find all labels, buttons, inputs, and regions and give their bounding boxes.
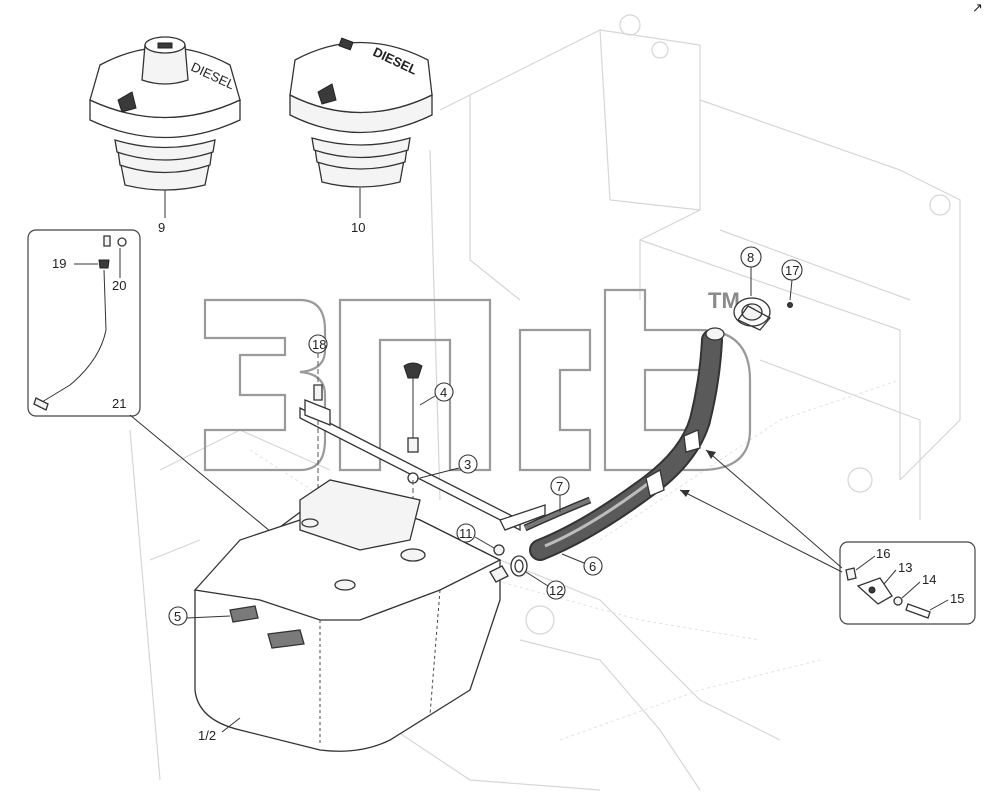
leader-6 [561, 553, 585, 564]
callout-3: 3 [464, 457, 471, 472]
callout-5: 5 [174, 609, 181, 624]
callout-12: 12 [549, 583, 563, 598]
callout-1-2: 1/2 [198, 728, 216, 743]
callout-17: 17 [785, 263, 799, 278]
callout-14: 14 [922, 572, 936, 587]
leader-5 [186, 615, 231, 619]
callout-21: 21 [112, 396, 126, 411]
callout-8: 8 [747, 250, 754, 265]
filler-neck-flange-8 [733, 297, 772, 331]
machine-frame-ghost [129, 14, 961, 791]
bolt-18 [313, 384, 323, 401]
leader-12 [525, 571, 549, 587]
fuel-tank-1-2 [193, 479, 509, 752]
leader-17 [789, 279, 793, 301]
corner-mark: ↗ [972, 0, 983, 15]
detail-reference-arrows [679, 449, 843, 573]
clamp-11 [493, 544, 505, 556]
callout-16: 16 [876, 546, 890, 561]
callout-13: 13 [898, 560, 912, 575]
leader-4 [419, 395, 436, 406]
callout-6: 6 [589, 559, 596, 574]
screw-17 [787, 302, 793, 308]
callout-20: 20 [112, 278, 126, 293]
vent-hose-7 [523, 496, 592, 532]
callout-18: 18 [312, 337, 326, 352]
callout-9: 9 [158, 220, 165, 235]
mounting-strap-3 [299, 399, 546, 532]
watermark-logo: TM [203, 288, 752, 472]
clamp-detail-box: 16 13 14 15 [839, 541, 976, 625]
callout-11: 11 [459, 526, 473, 541]
fuel-cap-10: DIESEL [289, 37, 433, 188]
leader-11 [474, 536, 495, 549]
callout-19: 19 [52, 256, 66, 271]
callout-10: 10 [351, 220, 365, 235]
callout-15: 15 [950, 591, 964, 606]
filler-hose-6 [529, 327, 725, 561]
callout-7: 7 [556, 479, 563, 494]
dipstick-detail-box: 19 20 21 [27, 229, 141, 417]
hose-clamp-12 [510, 555, 528, 577]
leader-3 [419, 467, 460, 479]
callout-4: 4 [440, 385, 447, 400]
fuel-cap-9: DIESEL [89, 36, 241, 191]
leader-1-2 [221, 717, 241, 733]
